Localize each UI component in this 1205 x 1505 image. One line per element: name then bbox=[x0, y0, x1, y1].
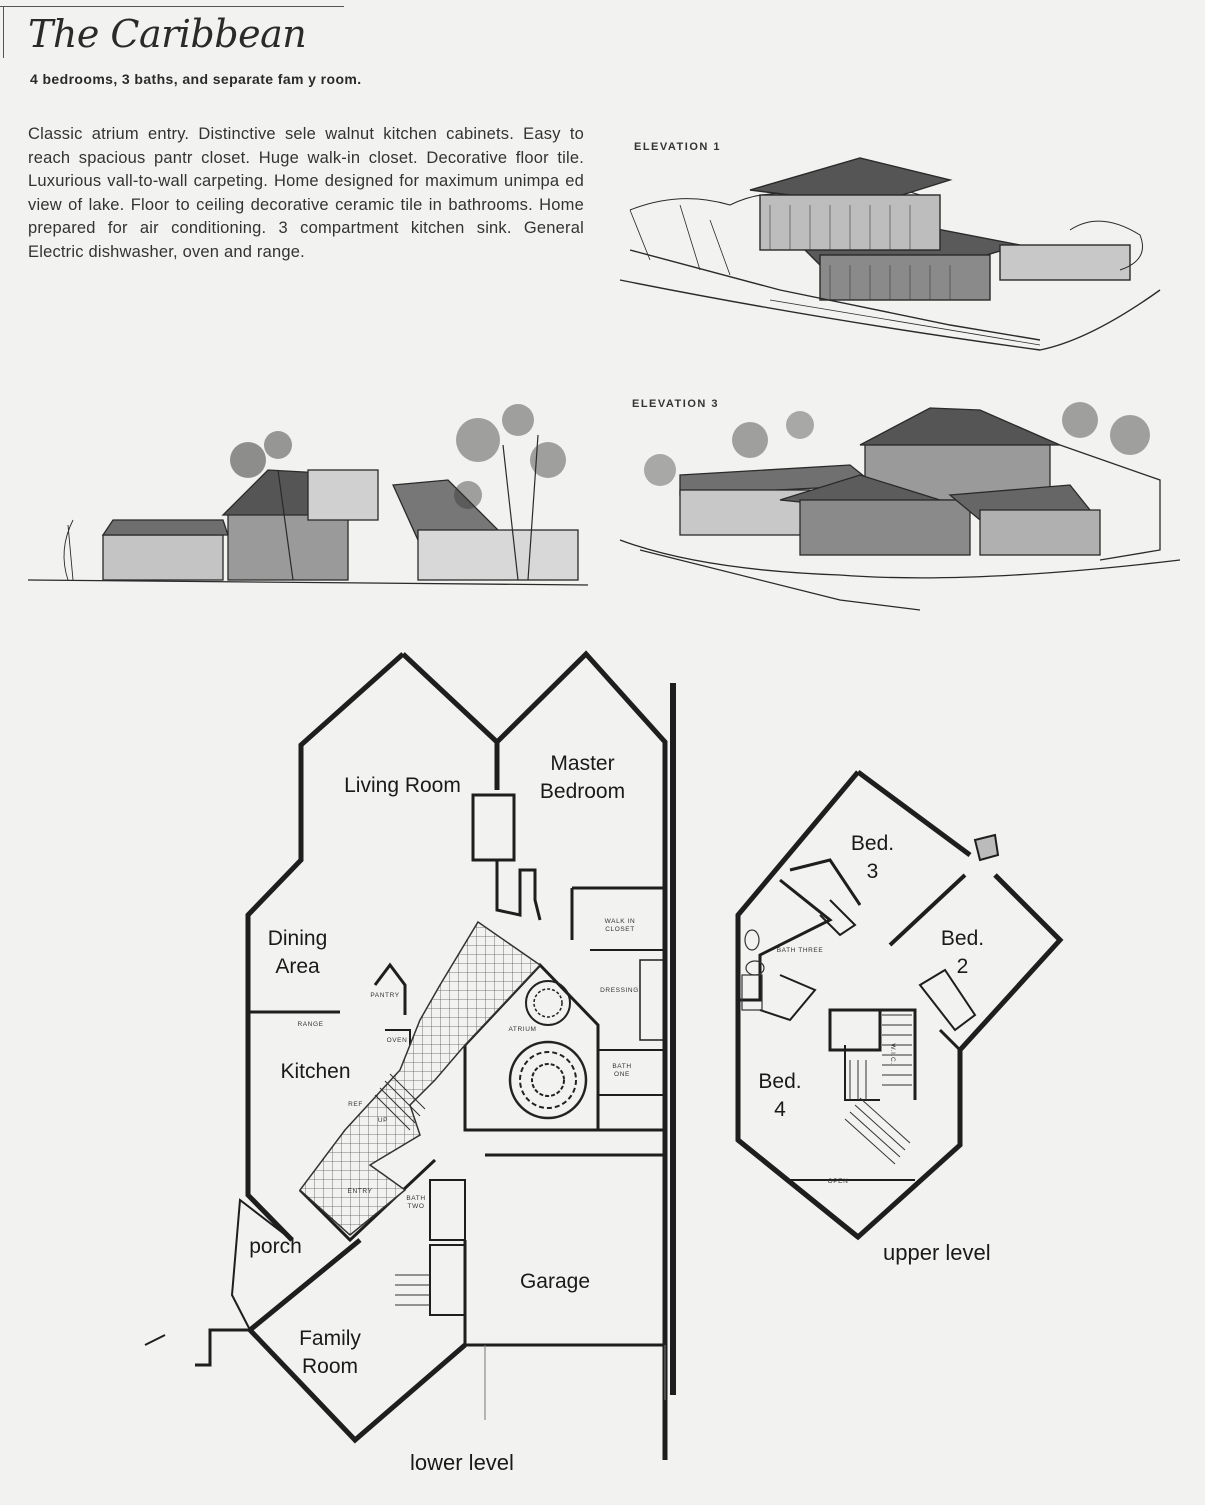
label-open: OPEN bbox=[827, 1178, 849, 1185]
label-bath-one: BATH ONE bbox=[612, 1063, 632, 1078]
room-label-porch: porch bbox=[249, 1235, 302, 1258]
description-text: Classic atrium entry. Distinctive sele w… bbox=[28, 125, 584, 261]
label-bath-two: BATH TWO bbox=[406, 1195, 426, 1210]
page-subtitle: 4 bedrooms, 3 baths, and separate fam y … bbox=[30, 71, 362, 87]
lower-level-caption: lower level bbox=[410, 1450, 514, 1475]
room-label-master-bedroom: Master Bedroom bbox=[539, 752, 626, 803]
room-label-bed-2: Bed. 2 bbox=[940, 927, 985, 978]
label-ref: REF bbox=[348, 1101, 363, 1108]
label-dressing: DRESSING bbox=[600, 987, 639, 994]
elevation-3-sketch bbox=[619, 402, 1181, 611]
label-entry: ENTRY bbox=[347, 1188, 373, 1195]
elevation-3-label: ELEVATION 3 bbox=[632, 398, 719, 410]
room-label-kitchen: Kitchen bbox=[280, 1060, 351, 1083]
label-pantry: PANTRY bbox=[370, 992, 400, 999]
room-label-garage: Garage bbox=[519, 1270, 591, 1293]
elevation-1-label: ELEVATION 1 bbox=[634, 141, 721, 153]
room-label-bed-4: Bed. 4 bbox=[758, 1070, 802, 1121]
label-bath-three: BATH THREE bbox=[776, 947, 824, 954]
elevation-2-sketch bbox=[27, 404, 589, 586]
room-label-bed-3: Bed. 3 bbox=[850, 832, 895, 883]
room-label-living-room: Living Room bbox=[344, 774, 461, 797]
label-walk-in-closet: WALK IN CLOSET bbox=[604, 918, 636, 933]
top-rule bbox=[0, 6, 344, 7]
label-wic: W.I.C. bbox=[889, 1043, 896, 1065]
room-label-family-room: Family Room bbox=[299, 1327, 361, 1378]
label-atrium: ATRIUM bbox=[508, 1026, 537, 1033]
page-title: The Caribbean bbox=[28, 12, 307, 56]
atrium-plant-icon bbox=[508, 980, 588, 1120]
label-up: UP bbox=[377, 1117, 389, 1124]
room-label-dining-area: Dining Area bbox=[267, 927, 328, 978]
elevation-1-sketch bbox=[619, 157, 1161, 351]
upper-level-caption: upper level bbox=[883, 1240, 991, 1265]
label-oven: OVEN bbox=[386, 1037, 408, 1044]
label-range: RANGE bbox=[297, 1021, 324, 1028]
left-rule bbox=[3, 6, 4, 58]
